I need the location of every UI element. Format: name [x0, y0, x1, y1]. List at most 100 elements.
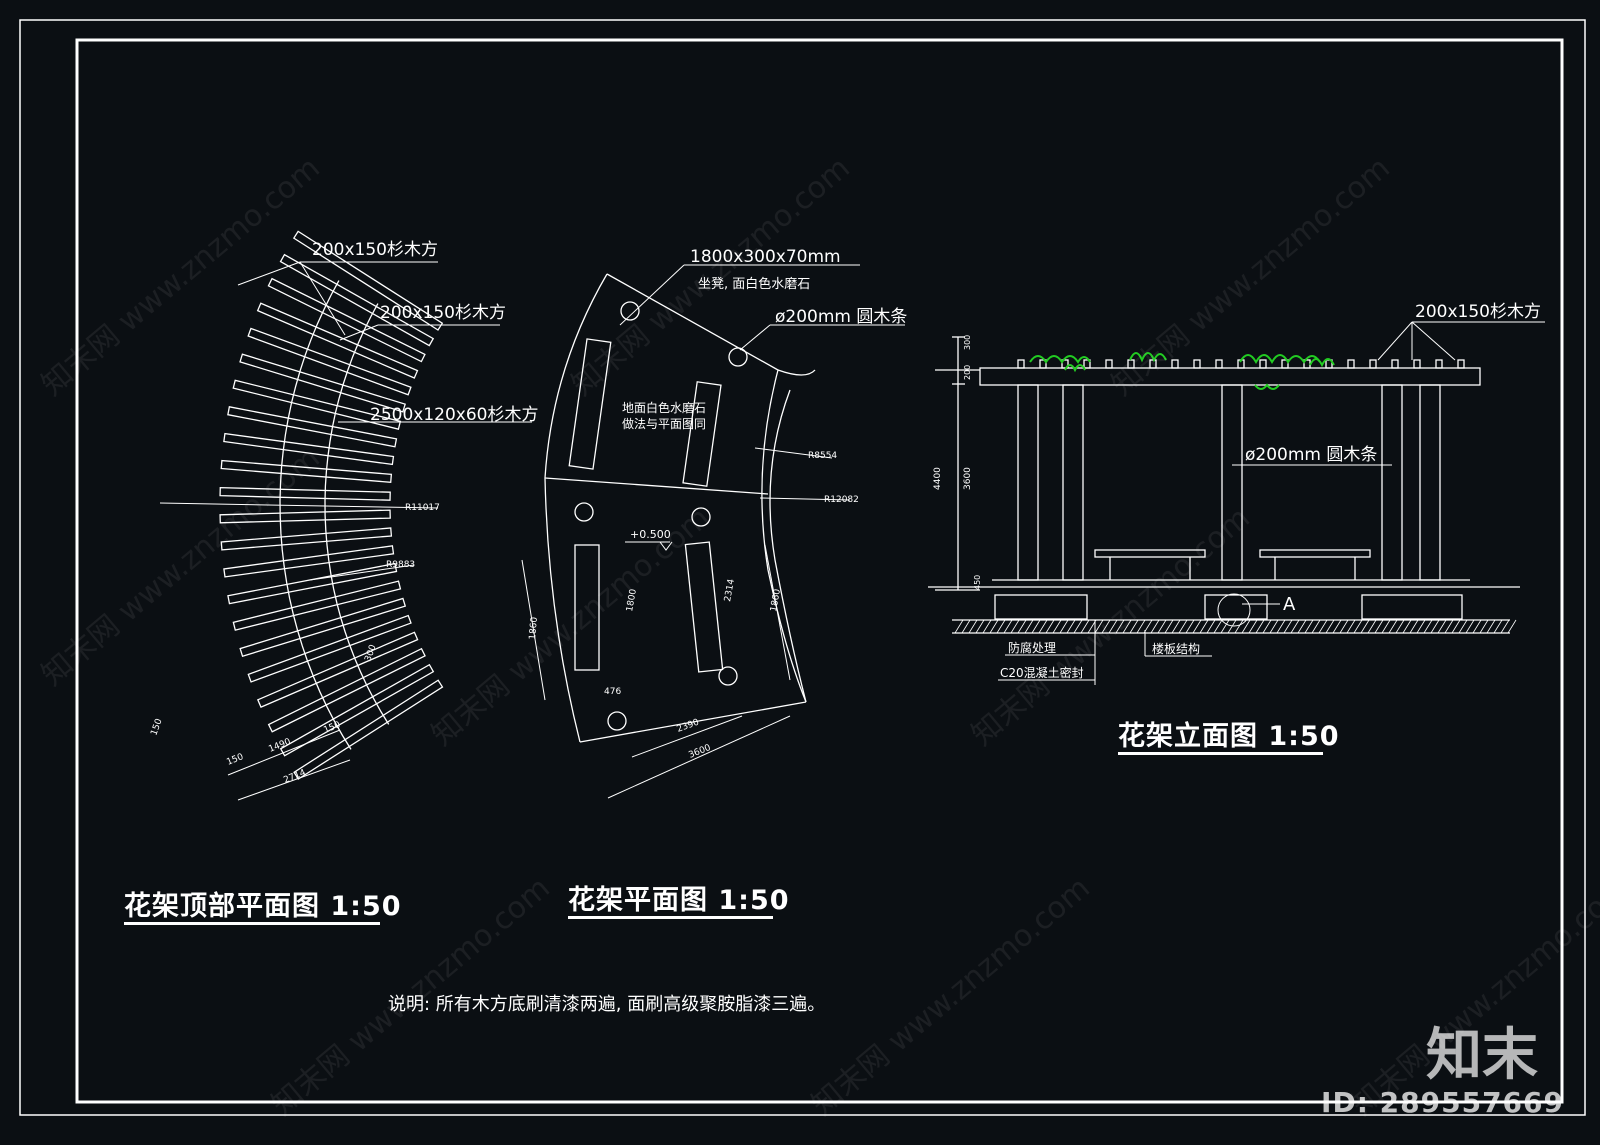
hatch-line [954, 619, 964, 634]
top-slat [267, 647, 426, 733]
title-elevation-underline [1118, 752, 1323, 755]
hatch-line [1115, 619, 1125, 634]
hatch-line [1052, 619, 1062, 634]
title-plan: 花架平面图 1:50 [568, 885, 790, 916]
rafter [1039, 359, 1047, 369]
label-radius-outer: R11017 [405, 503, 440, 513]
top-slat [223, 545, 395, 578]
hatch-line [968, 619, 978, 634]
rafter [1017, 359, 1025, 369]
top-slat [247, 614, 412, 683]
label-post: ø200mm 圆木条 [775, 307, 907, 327]
svg-text:3600: 3600 [687, 743, 712, 761]
svg-text:R12082: R12082 [824, 495, 859, 505]
hatch-line [1486, 619, 1496, 634]
elevation-drawing [928, 336, 1520, 634]
hatch-line [1430, 619, 1440, 634]
hatch-line [1227, 619, 1237, 634]
hatch-line [1031, 619, 1041, 634]
label-floor-method: 做法与平面图同 [622, 416, 706, 431]
hatch-line [1059, 619, 1069, 634]
hatch-line [1241, 619, 1251, 634]
hatch-line [1171, 619, 1181, 634]
label-antiseptic: 防腐处理 [1008, 640, 1056, 655]
svg-text:2714: 2714 [282, 768, 307, 786]
top-slat [267, 277, 426, 363]
hatch-line [1325, 619, 1335, 634]
hatch-line [1339, 619, 1349, 634]
rafter [1193, 359, 1201, 369]
top-slat [279, 253, 435, 347]
label-section-a: A [1283, 594, 1296, 615]
hatch-line [1157, 619, 1167, 634]
hatch-line [1479, 619, 1489, 634]
title-top-plan-underline [124, 922, 380, 925]
top-slat [232, 379, 402, 430]
label-beam-1: 200x150杉木方 [312, 240, 438, 260]
hatch-line [1374, 619, 1384, 634]
label-bench-size: 1800x300x70mm [690, 247, 841, 267]
top-slat [227, 406, 398, 448]
svg-text:300: 300 [363, 643, 378, 663]
hatch-line [975, 619, 985, 634]
plan-drawing [544, 273, 816, 743]
hatch-line [1024, 619, 1034, 634]
hatch-line [961, 619, 971, 634]
rafter [1457, 359, 1465, 369]
hatch-line [1108, 619, 1118, 634]
elevation-annotations: 200x150杉木方 ø200mm 圆木条 A 防腐处理 C20混凝土密封 楼板… [933, 302, 1545, 685]
top-slat [220, 527, 393, 551]
label-beam-2: 200x150杉木方 [380, 303, 506, 323]
hatch-line [1437, 619, 1447, 634]
svg-text:1860: 1860 [528, 616, 540, 640]
hatch-line [1136, 619, 1146, 634]
top-slat [232, 580, 402, 631]
label-bench-finish: 坐凳, 面白色水磨石 [698, 276, 810, 292]
svg-text:4400: 4400 [933, 467, 943, 490]
hatch-line [1304, 619, 1314, 634]
hatch-line [1290, 619, 1300, 634]
rafter [1259, 359, 1267, 369]
hatch-line [1332, 619, 1342, 634]
svg-text:2314: 2314 [723, 578, 737, 603]
vine [1309, 358, 1335, 368]
rafter [1171, 359, 1179, 369]
hatch-line [1444, 619, 1454, 634]
hatch-line [1213, 619, 1223, 634]
drawing-note: 说明: 所有木方底刷清漆两遍, 面刷高级聚胺脂漆三遍。 [388, 994, 826, 1015]
hatch-line [1178, 619, 1188, 634]
hatch-line [1360, 619, 1370, 634]
rafter [1347, 359, 1355, 369]
label-radius-inner: R9883 [386, 560, 415, 570]
top-slat [292, 230, 444, 331]
top-slat [293, 679, 444, 780]
rafter [1105, 359, 1113, 369]
svg-text:150: 150 [149, 717, 164, 737]
vine [1129, 352, 1167, 363]
title-top-plan: 花架顶部平面图 1:50 [124, 891, 402, 922]
hatch-line [1255, 619, 1265, 634]
hatch-line [1094, 619, 1104, 634]
hatch-line [1192, 619, 1202, 634]
vine [1254, 383, 1280, 390]
inner-frame [75, 38, 1564, 1104]
vine [1064, 364, 1086, 373]
svg-text:R8554: R8554 [808, 451, 837, 461]
hatch-line [1500, 619, 1510, 634]
svg-text:150: 150 [225, 752, 245, 768]
label-level: +0.500 [630, 528, 671, 541]
hatch-line [1164, 619, 1174, 634]
top-beam-2 [324, 303, 390, 725]
label-floor-finish: 地面白色水磨石 [622, 400, 706, 415]
vine [1239, 354, 1321, 365]
top-beam-1 [279, 280, 352, 750]
rafter [1369, 359, 1377, 369]
outer-frame [19, 19, 1586, 1116]
foliage-decoration [1029, 352, 1335, 390]
hatch-line [1080, 619, 1090, 634]
title-plan-underline [568, 916, 773, 919]
top-slat [256, 631, 419, 708]
hatch-line [1472, 619, 1482, 634]
hatch-line [1409, 619, 1419, 634]
label-elev-post: ø200mm 圆木条 [1245, 445, 1377, 465]
